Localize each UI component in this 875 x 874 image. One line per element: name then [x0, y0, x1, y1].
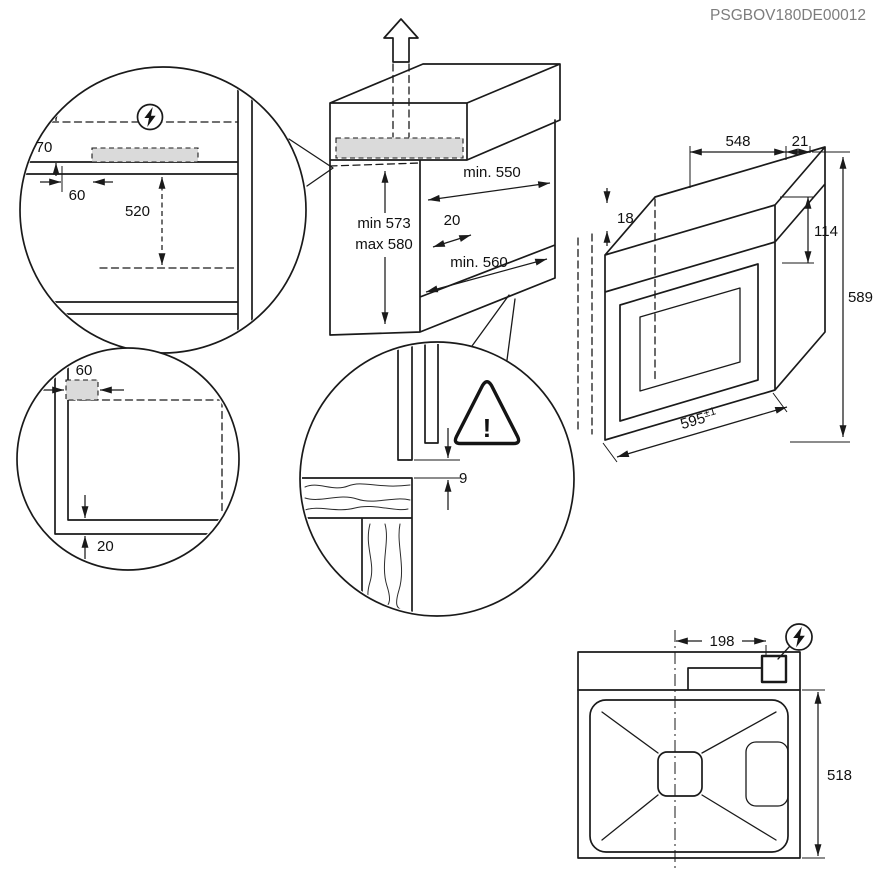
dim-518-label: 518 — [827, 767, 852, 784]
power-icon — [136, 103, 164, 131]
dim-589-extensions — [790, 151, 850, 443]
cabinet-3d-view: min. 550 20 min. 560 min 573 max 580 — [288, 18, 561, 361]
detail-callout-wedges — [288, 138, 516, 361]
dim-520-label: 520 — [125, 203, 150, 220]
detail-side-clearance: 60 20 — [16, 347, 240, 571]
dim-niche-depth-label: min. 550 — [463, 164, 521, 181]
dim-niche-height-min-label: min 573 — [357, 215, 410, 232]
oven-3d-view: 548 21 18 114 589 595±1 — [577, 133, 873, 463]
dim-595-extensions — [602, 392, 788, 463]
warning-exclamation: ! — [483, 413, 492, 443]
plan-fan-housing — [745, 741, 789, 807]
dim-595-arrow — [616, 406, 788, 458]
detail-top-clearance: 70 60 520 — [19, 66, 307, 354]
detail-top-vent-highlight — [91, 147, 199, 163]
cabinet-outline — [329, 63, 561, 336]
oven-door-window — [639, 287, 741, 392]
dim-198-label: 198 — [709, 633, 734, 650]
dim-20b-label: 20 — [97, 538, 114, 555]
vent-channel-highlight — [335, 137, 464, 159]
dim-60-label: 60 — [69, 187, 86, 204]
plan-connection-box — [760, 654, 788, 684]
dim-18-label: 18 — [617, 210, 634, 227]
oven-body — [604, 146, 826, 441]
detail-vent-gap: ! 9 — [299, 341, 575, 617]
dim-114-extensions — [780, 196, 814, 264]
oven-door — [619, 263, 759, 422]
dim-589-label: 589 — [848, 289, 873, 306]
dim-114-label: 114 — [814, 223, 838, 240]
dim-70-label: 70 — [36, 139, 53, 156]
direction-up-icon — [383, 18, 419, 63]
vent-panels — [302, 344, 439, 614]
detail-top-circle — [19, 66, 307, 354]
power-leader-line — [777, 645, 791, 660]
plan-cross-braces — [601, 711, 777, 841]
wood-grain-horizontal — [304, 483, 411, 511]
dim-rear-gap-label: 20 — [444, 212, 461, 229]
oven-hidden-lines — [577, 198, 656, 435]
dim-548-extensions — [689, 146, 811, 188]
detail-vent-circle — [299, 341, 575, 617]
document-code: PSGBOV180DE00012 — [710, 7, 866, 24]
dim-60b-label: 60 — [76, 362, 93, 379]
detail-bottom-circle — [16, 347, 240, 571]
detail-bottom-panels — [54, 351, 237, 535]
dim-518-extensions — [802, 689, 825, 859]
dim-niche-height-max-label: max 580 — [355, 236, 413, 253]
dim-548-label: 548 — [725, 133, 750, 150]
cabinet-hidden-lines — [329, 63, 421, 167]
dim-9-label: 9 — [459, 470, 467, 487]
dim-niche-depth-arrow — [427, 181, 551, 202]
plan-outline — [577, 651, 801, 859]
dim-9-extensions — [414, 459, 460, 479]
oven-plan-view: 198 518 — [577, 623, 852, 872]
dim-rear-gap-arrow — [432, 234, 472, 248]
dim-niche-width-label: min. 560 — [450, 254, 508, 271]
detail-bottom-inset-highlight — [65, 379, 99, 401]
dim-21-label: 21 — [792, 133, 809, 150]
warning-icon: ! — [453, 380, 521, 446]
plan-center-plate — [657, 751, 703, 797]
plan-top-band — [577, 667, 801, 691]
power-icon — [785, 623, 813, 651]
dim-niche-width-arrow — [425, 258, 548, 293]
